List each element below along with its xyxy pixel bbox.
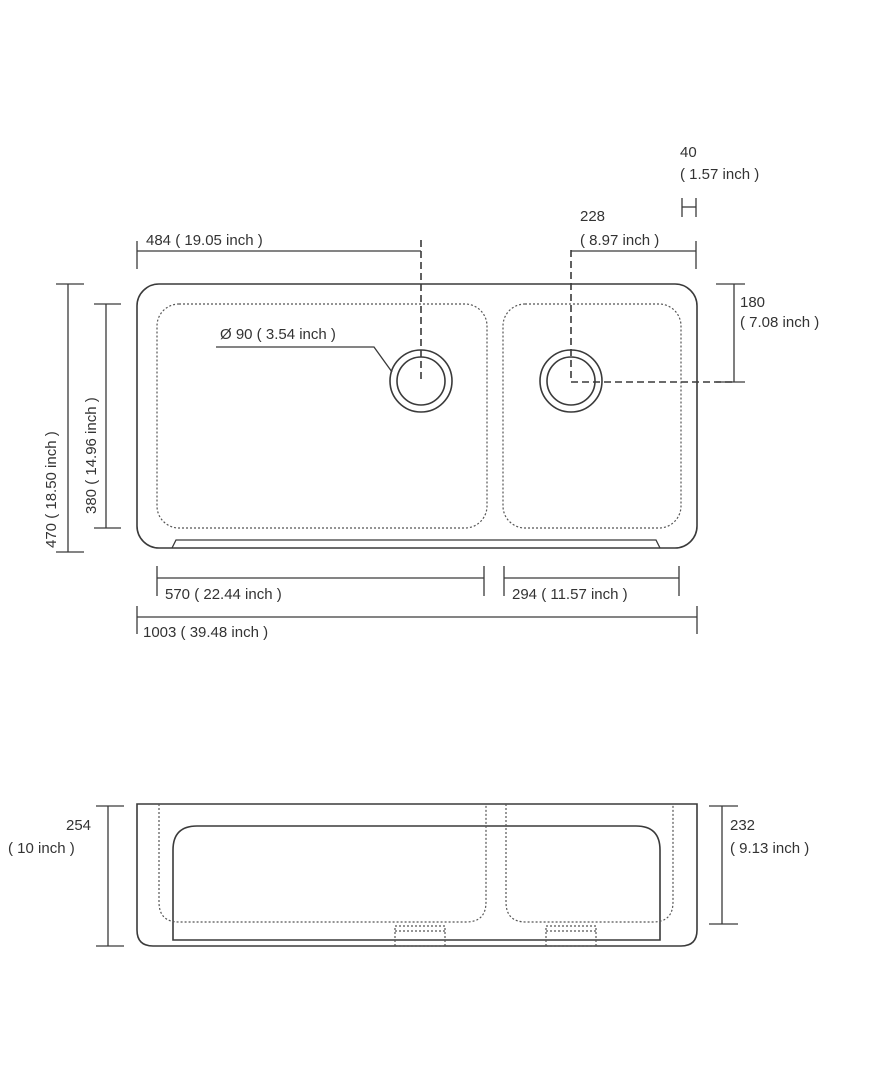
front-right-bowl-profile [505, 804, 674, 923]
right-drain-inner [546, 356, 596, 406]
front-left-drain [394, 925, 446, 947]
left-drain-outer [389, 349, 453, 413]
front-apron-strip [171, 539, 661, 549]
label-left-offset: 484 ( 19.05 inch ) [146, 232, 263, 249]
label-right-offset-value: 228 [580, 208, 605, 225]
front-view-labels: 254 ( 10 inch ) 232 ( 9.13 inch ) [8, 817, 809, 857]
label-drain-diameter: Ø 90 ( 3.54 inch ) [220, 326, 336, 343]
top-view-labels: 40 ( 1.57 inch ) 228 ( 8.97 inch ) 484 (… [43, 144, 819, 641]
label-left-bowl-width: 570 ( 22.44 inch ) [165, 586, 282, 603]
label-front-offset-value: 180 [740, 294, 765, 311]
label-overall-width: 1003 ( 39.48 inch ) [143, 624, 268, 641]
label-right-bowl-width: 294 ( 11.57 inch ) [512, 586, 628, 603]
left-bowl [156, 303, 488, 529]
diameter-leader [216, 346, 393, 373]
front-right-drain [545, 925, 597, 947]
front-left-bowl-profile [158, 804, 487, 923]
label-lip-value: 40 [680, 144, 697, 161]
label-front-offset-inch: ( 7.08 inch ) [740, 314, 819, 331]
right-bowl [502, 303, 682, 529]
front-body-outline [136, 803, 698, 947]
label-bowl-depth: 380 ( 14.96 inch ) [83, 397, 100, 514]
top-view-dimension-lines [56, 198, 745, 634]
front-view-dimension-lines [96, 805, 738, 947]
label-overall-height-value: 254 [66, 817, 91, 834]
sink-outline [136, 283, 698, 549]
front-inner-outline [172, 825, 661, 941]
label-overall-height-inch: ( 10 inch ) [8, 840, 75, 857]
right-drain-outer [539, 349, 603, 413]
label-overall-depth: 470 ( 18.50 inch ) [43, 431, 60, 548]
label-lip-inch: ( 1.57 inch ) [680, 166, 759, 183]
sink-front-view [136, 803, 698, 947]
label-bowl-height-inch: ( 9.13 inch ) [730, 840, 809, 857]
label-bowl-height-value: 232 [730, 817, 755, 834]
sink-top-view [136, 240, 736, 549]
label-right-offset-inch: ( 8.97 inch ) [580, 232, 659, 249]
